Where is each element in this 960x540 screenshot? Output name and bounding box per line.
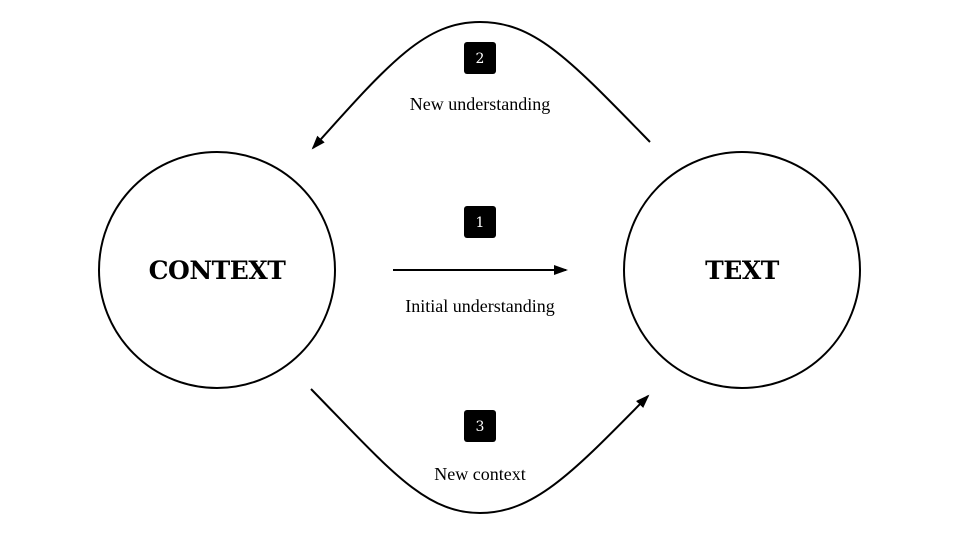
text-node: TEXT [623,151,861,389]
step-3-label: New context [434,464,525,484]
context-circle [98,151,336,389]
text-circle [623,151,861,389]
step-1-number: 1 [476,215,485,231]
step-2-number: 2 [476,51,485,67]
step-1: 1 Initial understanding [393,206,568,316]
text-label: TEXT [705,256,780,285]
step-1-badge [464,206,496,238]
step-2-arrow [311,20,651,150]
context-node: CONTEXT [98,151,336,389]
step-2-badge [464,42,496,74]
context-label: CONTEXT [149,256,287,285]
step-2: 2 New understanding [311,20,651,150]
step-3-arrow [310,388,650,515]
step-3-number: 3 [476,419,485,435]
step-1-label: Initial understanding [405,296,554,316]
step-2-label: New understanding [410,94,550,114]
step-3: 3 New context [310,388,650,515]
step-3-badge [464,410,496,442]
